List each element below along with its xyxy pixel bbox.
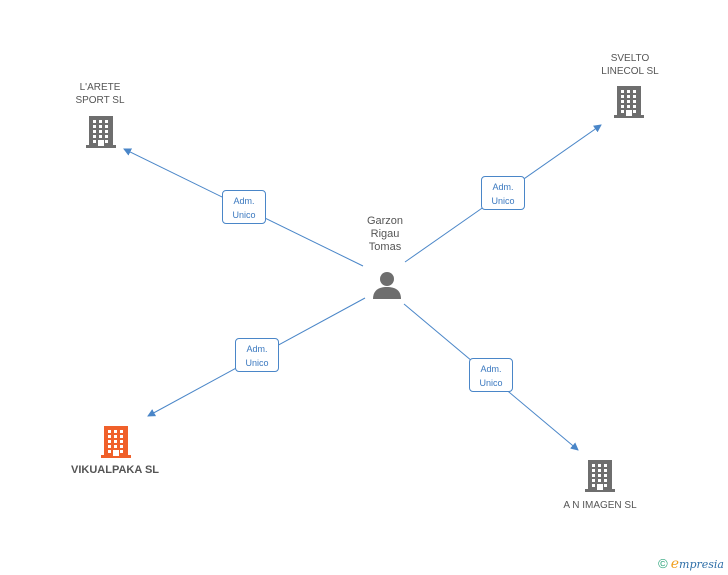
company-label-animagen[interactable]: A N IMAGEN SL [545, 499, 655, 512]
company-label-larete[interactable]: L'ARETE SPORT SL [60, 81, 140, 107]
footer-brand: © empresia [658, 556, 724, 572]
relation-box-animagen[interactable]: Adm. Unico [469, 358, 513, 392]
company-label-vikualpaka[interactable]: VIKUALPAKA SL [50, 464, 180, 477]
relation-role-line: Unico [479, 378, 503, 388]
person-name-line: Garzon [366, 215, 404, 227]
company-label-svelto[interactable]: SVELTO LINECOL SL [585, 52, 675, 78]
company-name-line: L'ARETE [79, 82, 121, 93]
person-name-line: Tomas [368, 241, 402, 253]
building-icon-svelto[interactable] [614, 86, 644, 118]
company-name-line: SPORT SL [75, 95, 125, 106]
relation-box-svelto[interactable]: Adm. Unico [481, 176, 525, 210]
company-name-line: A N IMAGEN SL [563, 500, 637, 511]
building-icon-animagen[interactable] [585, 460, 615, 492]
relation-role-line: Unico [232, 210, 256, 220]
relation-role-line: Adm. [480, 364, 502, 374]
copyright-icon: © [658, 556, 668, 571]
company-name-line: SVELTO [610, 53, 650, 64]
brand-name: mpresia [679, 558, 724, 571]
person-name-line: Rigau [370, 228, 400, 240]
relation-role-line: Adm. [492, 182, 514, 192]
person-name-label[interactable]: Garzon Rigau Tomas [350, 215, 420, 254]
relation-role-line: Adm. [246, 344, 268, 354]
company-name-line: VIKUALPAKA SL [71, 464, 159, 476]
relation-box-vikualpaka[interactable]: Adm. Unico [235, 338, 279, 372]
building-icon-vikualpaka[interactable] [101, 426, 131, 458]
building-icon-larete[interactable] [86, 116, 116, 148]
company-name-line: LINECOL SL [601, 66, 659, 77]
brand-initial: e [670, 556, 680, 572]
relation-box-larete[interactable]: Adm. Unico [222, 190, 266, 224]
relation-role-line: Adm. [233, 196, 255, 206]
person-icon[interactable] [373, 272, 401, 299]
relation-role-line: Unico [245, 358, 269, 368]
relation-role-line: Unico [491, 196, 515, 206]
